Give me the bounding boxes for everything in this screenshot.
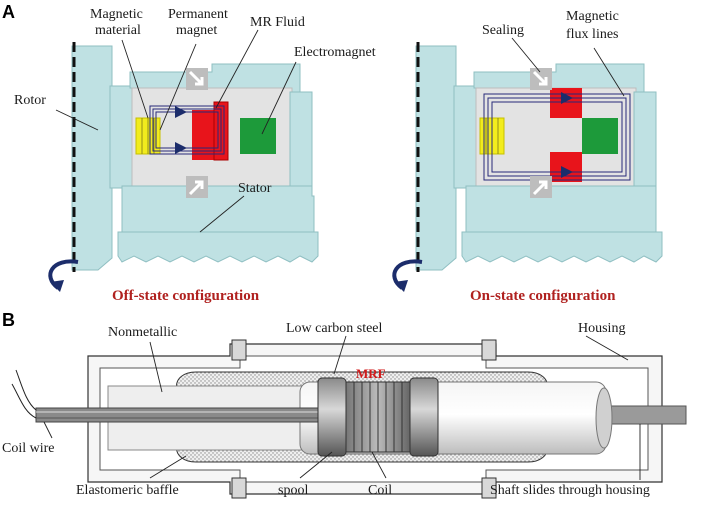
label-coil-wire: Coil wire xyxy=(2,441,55,456)
rotor-hub xyxy=(109,85,133,189)
rotor xyxy=(71,45,113,271)
label-low-carbon-steel: Low carbon steel xyxy=(286,321,383,336)
panel-b-letter: B xyxy=(2,310,15,330)
flux-lines-on xyxy=(483,93,631,181)
label-mr-fluid: MR Fluid xyxy=(250,15,305,30)
damper-diagram: Nonmetallic Low carbon steel Housing MRF… xyxy=(2,321,687,499)
mr-fluid-bottom xyxy=(550,152,582,182)
flange-left-top xyxy=(231,339,247,361)
label-magnetic-material-2: material xyxy=(95,23,141,38)
stator-base xyxy=(117,231,319,263)
cylinder-end xyxy=(595,387,613,449)
coil-wire-rod xyxy=(35,407,337,423)
panel-a-letter: A xyxy=(2,2,15,22)
caption-on-state: On-state configuration xyxy=(470,288,616,304)
label-permanent-magnet-1: Permanent xyxy=(168,7,228,22)
flux-lines-off xyxy=(149,105,225,155)
flange-right-bottom xyxy=(481,477,497,499)
stator-wall xyxy=(289,91,313,189)
coil-windings xyxy=(345,381,411,453)
label-magnetic-material-1: Magnetic xyxy=(90,7,143,22)
label-elastomeric-baffle: Elastomeric baffle xyxy=(76,483,179,498)
coil-wire xyxy=(11,369,37,419)
label-stator: Stator xyxy=(238,181,272,196)
label-housing: Housing xyxy=(578,321,625,336)
mr-fluid xyxy=(192,110,214,160)
electromagnet xyxy=(240,118,276,154)
stator-base-on xyxy=(461,231,663,263)
sealing-marker-top xyxy=(186,68,208,90)
label-magnetic-flux-2: flux lines xyxy=(566,27,619,42)
label-rotor: Rotor xyxy=(14,93,46,108)
label-spool: spool xyxy=(278,483,308,498)
on-state-diagram: Sealing Magnetic flux lines On-state con… xyxy=(392,9,663,304)
spool-right xyxy=(409,377,439,457)
label-nonmetallic: Nonmetallic xyxy=(108,325,177,340)
stator-wall-on xyxy=(633,91,657,189)
caption-off-state: Off-state configuration xyxy=(112,288,260,304)
electromagnet-on xyxy=(582,118,618,154)
off-state-diagram: Magnetic material Permanent magnet MR Fl… xyxy=(14,7,376,304)
label-magnetic-flux-1: Magnetic xyxy=(566,9,619,24)
label-shaft-slides: Shaft slides through housing xyxy=(490,483,650,498)
sealing-marker-top-on xyxy=(530,68,552,90)
rotor-hub-on xyxy=(453,85,477,189)
flange-left-bottom xyxy=(231,477,247,499)
sealing-marker-bottom xyxy=(186,176,208,198)
label-mrf: MRF xyxy=(356,366,386,381)
label-permanent-magnet-2: magnet xyxy=(176,23,217,38)
mr-fluid-top xyxy=(550,88,582,118)
label-sealing: Sealing xyxy=(482,23,524,38)
sealing-marker-bottom-on xyxy=(530,176,552,198)
stator-bottom xyxy=(121,185,315,233)
spool-left xyxy=(317,377,347,457)
label-electromagnet: Electromagnet xyxy=(294,45,376,60)
rotor-on xyxy=(415,45,457,271)
label-coil: Coil xyxy=(368,483,392,498)
stator-bottom-on xyxy=(465,185,657,233)
shaft xyxy=(599,405,687,425)
flange-right-top xyxy=(481,339,497,361)
